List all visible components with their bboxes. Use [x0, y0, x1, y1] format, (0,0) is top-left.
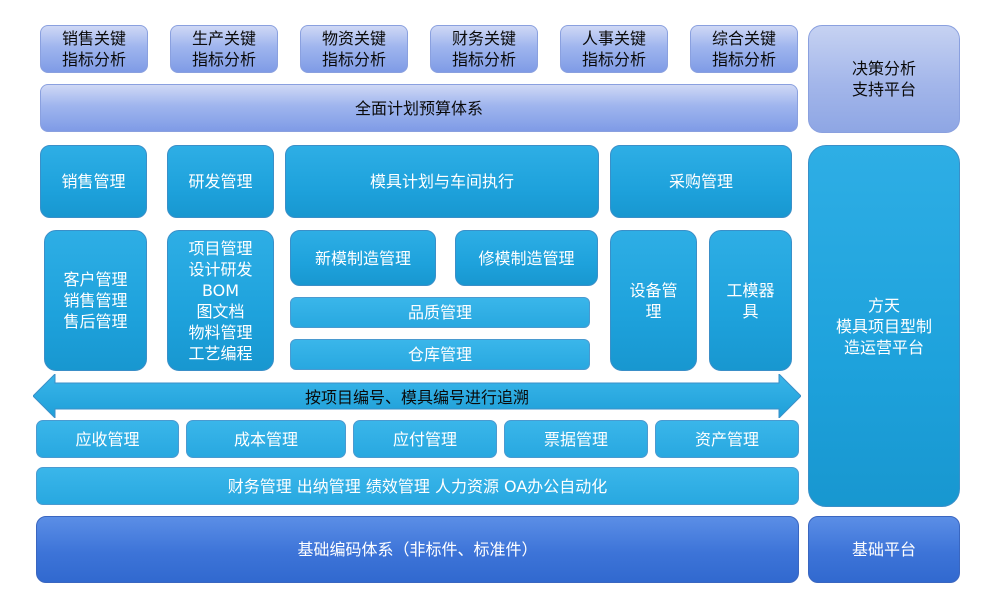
- tooling-box: 工模器 具: [709, 230, 792, 371]
- customer-sales-service-box: 客户管理 销售管理 售后管理: [44, 230, 147, 371]
- base-coding-system-box: 基础编码体系（非标件、标准件）: [36, 516, 799, 583]
- cost-management-box: 成本管理: [186, 420, 346, 458]
- finance-hr-oa-box: 财务管理 出纳管理 绩效管理 人力资源 OA办公自动化: [36, 467, 799, 505]
- project-design-box: 项目管理 设计研发 BOM 图文档 物料管理 工艺编程: [167, 230, 274, 371]
- kpi-production-box: 生产关键 指标分析: [170, 25, 278, 73]
- warehouse-management-box: 仓库管理: [290, 339, 590, 370]
- kpi-sales-box: 销售关键 指标分析: [40, 25, 148, 73]
- payables-box: 应付管理: [353, 420, 497, 458]
- kpi-materials-box: 物资关键 指标分析: [300, 25, 408, 73]
- trace-arrow-label: 按项目编号、模具编号进行追溯: [304, 388, 529, 407]
- repair-mold-box: 修模制造管理: [455, 230, 598, 286]
- sales-management-box: 销售管理: [40, 145, 147, 218]
- base-platform-box: 基础平台: [808, 516, 960, 583]
- rnd-management-box: 研发管理: [167, 145, 274, 218]
- mold-plan-execution-box: 模具计划与车间执行: [285, 145, 599, 218]
- assets-box: 资产管理: [655, 420, 799, 458]
- mold-operation-platform-box: 方天 模具项目型制 造运营平台: [808, 145, 960, 507]
- kpi-overall-box: 综合关键 指标分析: [690, 25, 798, 73]
- kpi-finance-box: 财务关键 指标分析: [430, 25, 538, 73]
- bills-box: 票据管理: [504, 420, 648, 458]
- receivables-box: 应收管理: [36, 420, 179, 458]
- purchase-management-box: 采购管理: [610, 145, 792, 218]
- kpi-hr-box: 人事关键 指标分析: [560, 25, 668, 73]
- trace-double-arrow: [33, 374, 801, 418]
- budget-system-box: 全面计划预算体系: [40, 84, 798, 132]
- new-mold-box: 新模制造管理: [290, 230, 436, 286]
- quality-management-box: 品质管理: [290, 297, 590, 328]
- decision-platform-box: 决策分析 支持平台: [808, 25, 960, 133]
- equipment-management-box: 设备管 理: [610, 230, 697, 371]
